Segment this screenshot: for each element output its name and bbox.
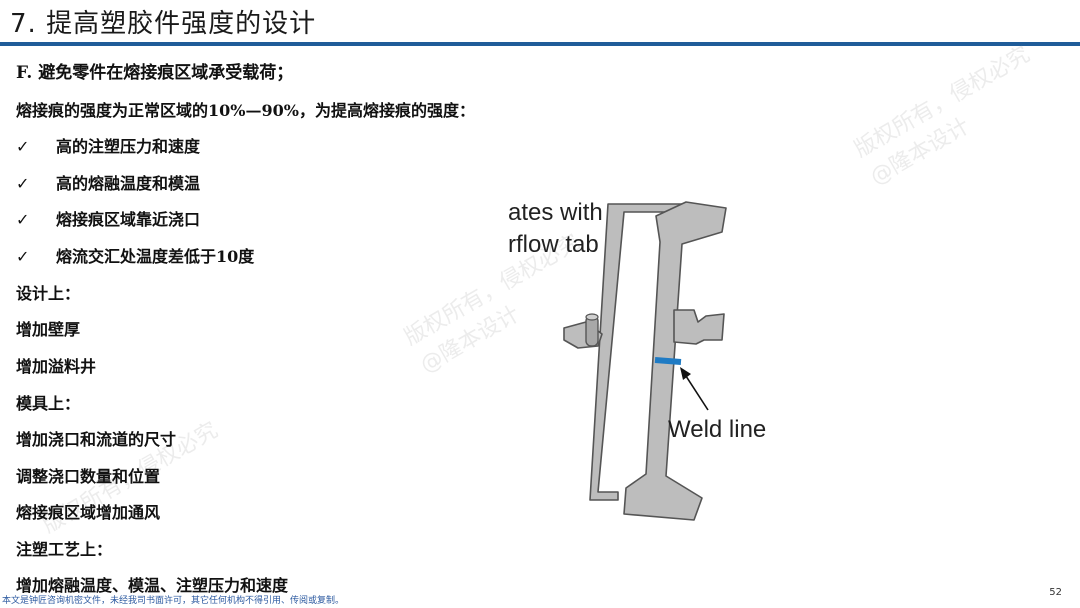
intro-text: 熔接痕的强度为正常区域的10%—90%，为提高熔接痕的强度： xyxy=(16,101,475,120)
tensile-bar-diagram xyxy=(563,201,727,521)
weld-line-figure: ates with rflow tab Weld line xyxy=(508,192,798,527)
figure-label-line2: rflow tab xyxy=(508,231,599,258)
check-item-text: 熔流交汇处温度差低于10度 xyxy=(56,247,255,266)
checkmark-icon: ✓ xyxy=(16,174,30,193)
process-item: 增加熔融温度、模温、注塑压力和速度 xyxy=(16,576,289,595)
watermark-text: 版权所有，侵权必究 xyxy=(850,41,1035,163)
check-item-text: 高的注塑压力和速度 xyxy=(56,137,201,156)
weld-line-mark xyxy=(654,357,682,365)
design-item: 增加溢料井 xyxy=(16,357,97,376)
sprue-post xyxy=(585,313,599,347)
mold-item: 调整浇口数量和位置 xyxy=(16,467,161,486)
mold-heading: 模具上： xyxy=(16,394,81,413)
watermark-1: 版权所有，侵权必究 @隆本设计 xyxy=(847,37,1050,191)
slide-title: 7. 提高塑胶件强度的设计 xyxy=(10,9,317,39)
checkmark-icon: ✓ xyxy=(16,210,30,229)
design-heading: 设计上： xyxy=(16,284,81,303)
mold-item: 熔接痕区域增加通风 xyxy=(16,503,161,522)
arrow-head-icon xyxy=(680,367,691,380)
watermark-text: @隆本设计 xyxy=(866,113,975,191)
title-divider xyxy=(0,42,1080,46)
weld-line-label: Weld line xyxy=(668,416,767,443)
check-item-text: 熔接痕区域靠近浇口 xyxy=(56,210,201,229)
heading-text: F. 避免零件在熔接痕区域承受载荷； xyxy=(16,63,294,83)
figure-label-line1: ates with xyxy=(508,199,603,226)
checkmark-icon: ✓ xyxy=(16,137,30,156)
footer-note: 本文是钟匠咨询机密文件，未经我司书面许可，其它任何机构不得引用、传阅或复制。 xyxy=(2,596,345,606)
mold-item: 增加浇口和流道的尺寸 xyxy=(16,430,177,449)
check-item-text: 高的熔融温度和模温 xyxy=(56,174,201,193)
design-item: 增加壁厚 xyxy=(16,320,81,339)
overflow-tab xyxy=(673,309,725,345)
tensile-bar-specimen xyxy=(623,201,727,521)
checkmark-icon: ✓ xyxy=(16,247,30,266)
page-number: 52 xyxy=(1049,587,1062,598)
weld-line-arrow xyxy=(683,372,709,411)
process-heading: 注塑工艺上： xyxy=(16,540,113,559)
